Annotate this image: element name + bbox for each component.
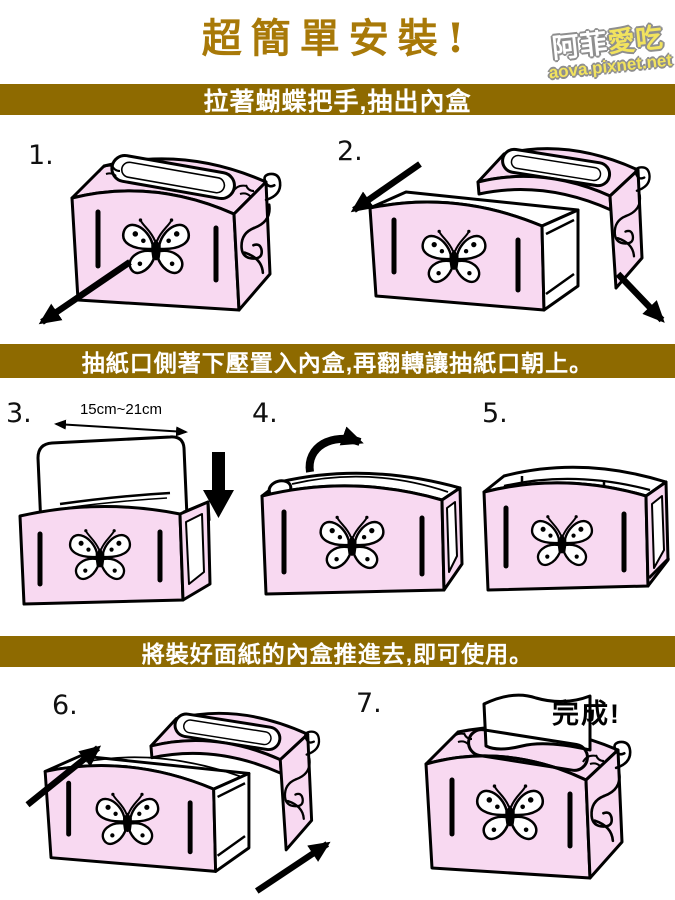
watermark: 阿菲愛吃 aova.pixnet.net (545, 22, 673, 82)
flip-arrow (305, 426, 364, 473)
inner-box (368, 190, 580, 312)
tissue-box-finished (424, 693, 635, 880)
step-3-number: 3. (6, 398, 32, 429)
inner-box-slot-up (482, 465, 671, 592)
page-title: 超簡單安裝! (201, 15, 474, 62)
outer-shell (476, 147, 654, 290)
outer-shell (149, 711, 324, 852)
step-1-illustration (38, 154, 285, 325)
step-3-illustration: 15cm~21cm (18, 401, 234, 606)
pull-direction-arrow-right (615, 271, 665, 323)
done-label: 完成! (552, 699, 621, 729)
press-down-arrow (203, 452, 234, 518)
pull-out-arrow (38, 259, 132, 325)
step-2-number: 2. (337, 136, 363, 167)
step-6-number: 6. (52, 690, 78, 721)
step-4-illustration (260, 426, 464, 596)
instruction-banner-3: 將裝好面紙的內盒推進去,即可使用。 (0, 636, 675, 667)
step-1-number: 1. (28, 140, 54, 171)
step-7-illustration (424, 693, 635, 880)
step-6-illustration (25, 711, 331, 894)
pull-direction-arrow-left (350, 161, 422, 213)
dimension-arrow (54, 419, 188, 437)
step-7-number: 7. (356, 688, 382, 719)
inner-tray (18, 500, 212, 606)
slot-opening (467, 728, 589, 772)
step-5-number: 5. (482, 398, 508, 429)
push-direction-arrow-left (25, 745, 102, 808)
instruction-banner-1: 拉著蝴蝶把手,抽出內盒 (0, 84, 675, 116)
step-2-illustration (350, 147, 665, 323)
inner-box-with-tissue (43, 754, 251, 873)
push-direction-arrow-right (254, 841, 331, 894)
inner-box-on-side (260, 471, 464, 596)
step-5-illustration (482, 465, 671, 592)
instruction-banner-2: 抽紙口側著下壓置入內盒,再翻轉讓抽紙口朝上。 (0, 344, 675, 378)
step-4-number: 4. (252, 398, 278, 429)
tissue-box-closed (70, 154, 285, 312)
dimension-label: 15cm~21cm (80, 401, 162, 418)
tissue-sheet (482, 693, 592, 752)
